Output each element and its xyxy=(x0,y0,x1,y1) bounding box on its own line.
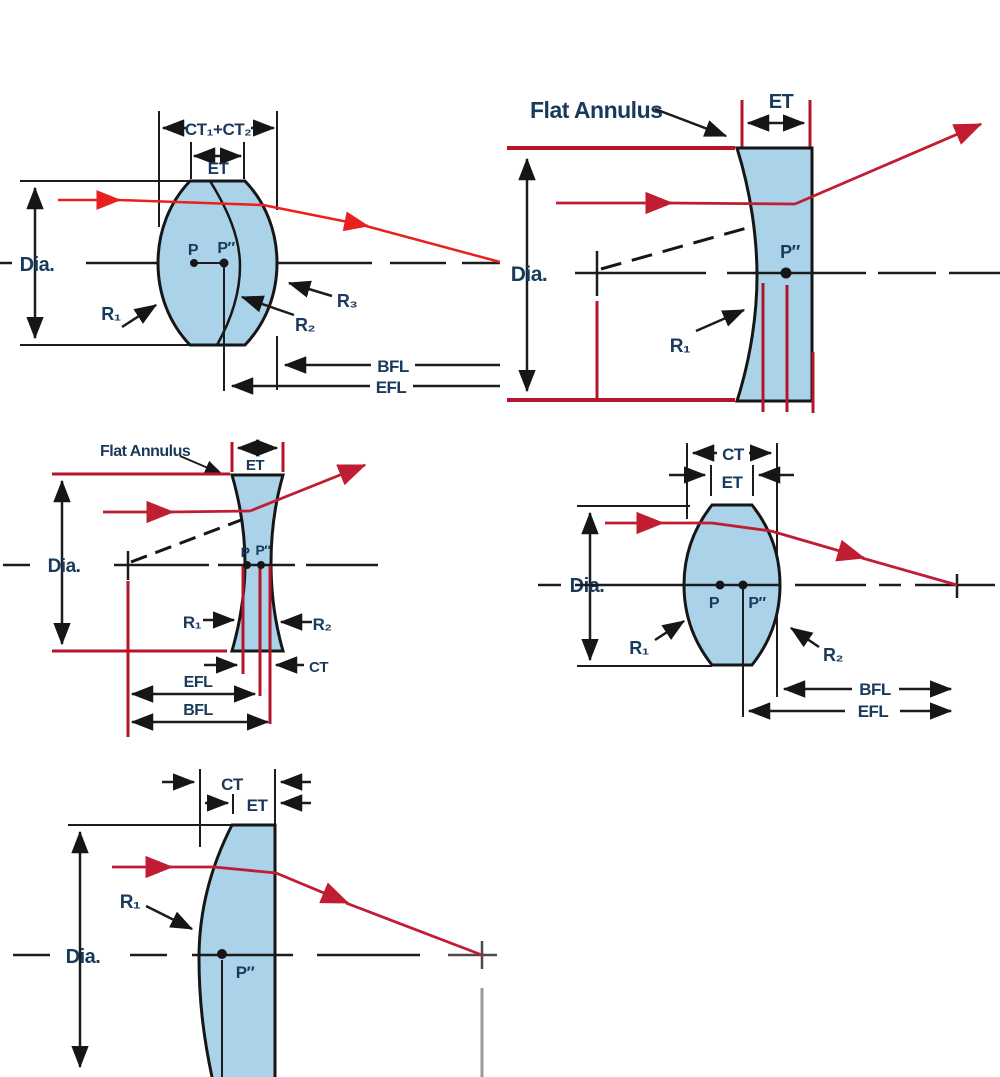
flat-annulus-leader-arrow xyxy=(179,455,223,475)
vertex-and-principal-plane-markers xyxy=(241,566,272,724)
principal-point-label: P xyxy=(241,544,250,560)
edge-thickness-label: ET xyxy=(247,796,269,815)
secondary-principal-point-label: P″ xyxy=(236,963,255,982)
optical-axis xyxy=(3,551,378,580)
edge-thickness-dimension xyxy=(190,142,245,179)
radius2-label: R₂ xyxy=(823,645,843,665)
secondary-principal-point-label: P″ xyxy=(780,242,801,262)
center-thickness-label: CT xyxy=(309,659,328,676)
edge-thickness-dimension xyxy=(205,794,311,814)
radius1-label: R₁ xyxy=(629,638,648,658)
flat-annulus-label: Flat Annulus xyxy=(530,97,662,123)
center-thickness-dimension xyxy=(158,111,278,227)
back-focal-length-dimension xyxy=(276,336,500,390)
back-focal-length-label: BFL xyxy=(859,680,891,699)
radius2-leader-arrow xyxy=(240,295,295,317)
diagram-biconcave: Flat Annulus ET Dia. xyxy=(3,439,378,737)
flat-annulus-label: Flat Annulus xyxy=(100,443,191,460)
principal-point-dot xyxy=(780,267,792,279)
center-thickness-label: CT₁+CT₂ xyxy=(185,120,251,139)
center-thickness-label: CT xyxy=(722,445,745,464)
diameter-label: Dia. xyxy=(511,263,548,286)
light-ray xyxy=(112,855,483,957)
effective-focal-length-label: EFL xyxy=(184,674,213,691)
light-ray xyxy=(103,463,367,524)
edge-thickness-label: ET xyxy=(722,473,744,492)
flat-annulus-leader-arrow xyxy=(654,107,728,138)
radius1-leader-arrow xyxy=(145,904,194,931)
center-thickness-dimension xyxy=(162,769,311,847)
edge-thickness-label: ET xyxy=(208,159,230,178)
principal-point-label: P xyxy=(709,595,720,612)
lens-body xyxy=(197,823,277,1077)
edge-thickness-dimension xyxy=(740,100,812,147)
edge-thickness-label: ET xyxy=(246,457,265,474)
radius1-label: R₁ xyxy=(120,892,141,913)
diameter-extent-lines xyxy=(20,180,190,346)
secondary-principal-point-label: P″ xyxy=(255,542,271,558)
lens-body xyxy=(734,146,814,403)
radius2-label: R₂ xyxy=(295,315,315,335)
principal-point-dot xyxy=(217,949,227,959)
back-focal-length-label: BFL xyxy=(183,702,213,719)
vertex-and-principal-plane-markers xyxy=(761,283,815,413)
cemented-interface xyxy=(208,180,242,346)
principal-points xyxy=(190,258,229,391)
radius1-label: R₁ xyxy=(101,304,120,324)
radius1-leader-arrow xyxy=(695,308,746,333)
diagram-achromatic-doublet: Dia. CT₁+CT₂ ET P P″ R₁ R₂ R₃ xyxy=(0,111,501,397)
virtual-ray-extension xyxy=(130,515,250,564)
radius1-leader-arrow xyxy=(654,619,686,642)
principal-points xyxy=(715,580,748,717)
flat-annulus-extent-lines xyxy=(52,472,230,653)
light-ray xyxy=(556,122,983,215)
diameter-extent-lines xyxy=(577,505,712,667)
optical-axis xyxy=(575,251,1000,296)
light-ray xyxy=(605,511,958,587)
radius1-leader-arrow xyxy=(121,303,158,329)
light-ray xyxy=(58,190,501,264)
radius1-label: R₁ xyxy=(183,613,202,632)
effective-focal-length-label: EFL xyxy=(858,702,889,721)
radius2-label: R₂ xyxy=(313,615,332,634)
diameter-label: Dia. xyxy=(48,556,81,577)
optical-axis xyxy=(538,574,995,598)
effective-focal-length-label: EFL xyxy=(376,378,407,397)
diagram-biconvex: CT ET Dia. P xyxy=(538,443,995,721)
diameter-label: Dia. xyxy=(20,254,55,276)
diagram-plano-convex: CT ET Dia. R₁ P″ xyxy=(13,769,497,1077)
edge-thickness-dimension xyxy=(669,465,794,496)
diagram-plano-concave-flat-annulus: Flat Annulus ET Dia. P″ xyxy=(507,91,1000,413)
flat-annulus-extent-lines xyxy=(507,146,735,402)
secondary-principal-point-label: P″ xyxy=(217,240,235,257)
radius3-leader-arrow xyxy=(287,280,333,298)
radius3-label: R₃ xyxy=(337,291,357,311)
secondary-principal-point-label: P″ xyxy=(748,595,766,612)
diameter-label: Dia. xyxy=(66,946,101,968)
principal-points xyxy=(243,561,265,569)
center-thickness-label: CT xyxy=(221,775,244,794)
radius2-leader-arrow xyxy=(789,626,820,649)
radius1-label: R₁ xyxy=(670,336,691,357)
back-focal-length-label: BFL xyxy=(377,357,409,376)
principal-point-label: P xyxy=(188,242,199,259)
edge-thickness-dimension xyxy=(230,439,285,472)
edge-thickness-label: ET xyxy=(769,91,794,113)
